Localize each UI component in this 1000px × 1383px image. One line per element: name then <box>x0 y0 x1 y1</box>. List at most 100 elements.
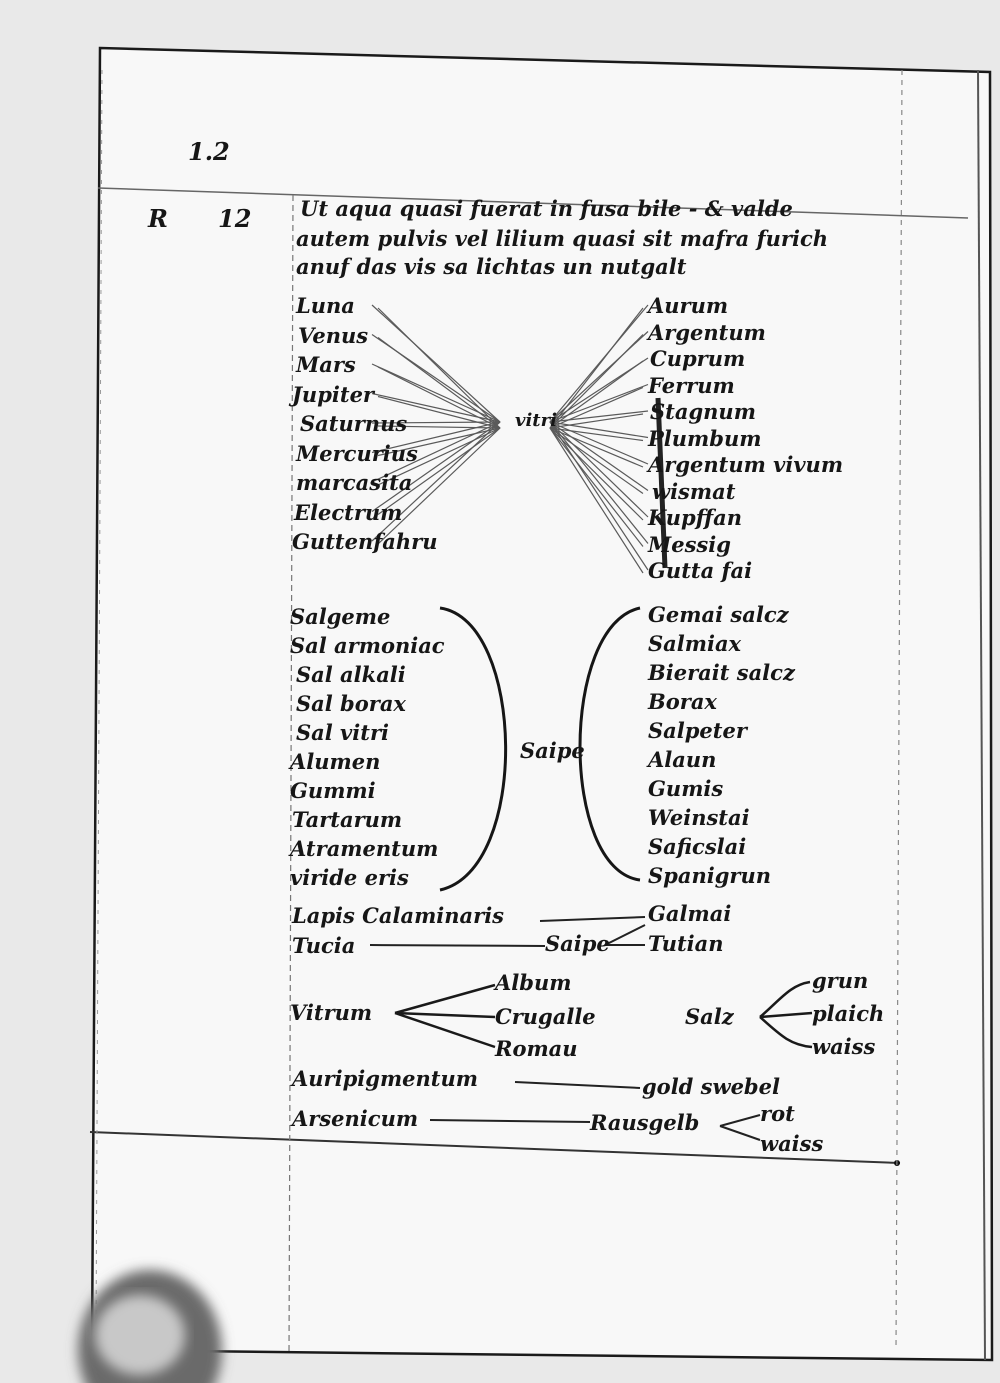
rule-right-vertical <box>895 69 903 1351</box>
connector-auripigmentum <box>514 1081 641 1089</box>
g2-left-item: viride eris <box>290 865 409 890</box>
group1-rays <box>371 304 649 574</box>
g2-left-item: Sal borax <box>296 691 406 716</box>
rule-margin-vertical <box>95 69 103 1341</box>
salz-branch-1 <box>759 980 811 1018</box>
pair-left-2: Tucia <box>292 933 356 958</box>
heading-line-2: autem pulvis vel lilium quasi sit mafra … <box>296 226 828 251</box>
ray-left <box>377 427 501 545</box>
ray-right <box>549 360 644 429</box>
g1-right-item: wismat <box>652 478 736 504</box>
g1-right-item: Ferrum <box>648 372 735 398</box>
g2-left-item: Alumen <box>290 749 381 774</box>
g2-right-item: Saficslai <box>648 834 747 859</box>
ray-right <box>549 421 649 518</box>
page-edge-shadow <box>977 69 986 1361</box>
bracket-right-group2 <box>578 606 641 882</box>
group1-center-label: vitri <box>515 410 557 431</box>
ray-right <box>549 413 644 429</box>
bottom-branch-1: rot <box>760 1101 795 1126</box>
bottom-branch-2: waiss <box>760 1131 824 1156</box>
ray-right <box>549 427 644 494</box>
vitrum-branch-label-2: Crugalle <box>495 1004 596 1029</box>
g1-right-item: Argentum vivum <box>648 452 844 477</box>
ray-right <box>549 427 644 547</box>
g1-right-item: Cuprum <box>650 346 746 371</box>
ray-right <box>549 421 649 544</box>
g2-left-item: Salgeme <box>290 604 391 629</box>
bottom-left-1: Auripigmentum <box>292 1066 478 1091</box>
ray-right <box>549 383 649 423</box>
ray-left <box>377 425 501 429</box>
g1-right-item: Argentum <box>648 319 766 345</box>
pair-left-1: Lapis Calaminaris <box>292 903 505 928</box>
vitrum-stem: Vitrum <box>290 1000 373 1025</box>
g2-left-item: Sal armoniac <box>290 633 445 658</box>
g1-left-item: Luna <box>296 293 355 318</box>
salz-branch-label-1: grun <box>812 968 869 993</box>
g2-right-item: Alaun <box>648 747 717 772</box>
g1-left-item: Guttenfahru <box>292 529 438 554</box>
g2-left-item: Sal alkali <box>296 662 406 687</box>
g2-left-item: Atramentum <box>290 836 439 861</box>
heading-line-3: anuf das vis sa lichtas un nutgalt <box>296 254 687 279</box>
salz-branch-3 <box>759 1016 813 1049</box>
group1-right-bar <box>655 397 668 569</box>
g1-right-item: Kupffan <box>648 505 742 530</box>
ray-right <box>549 427 644 442</box>
ray-left <box>377 427 501 515</box>
vitrum-branch-1 <box>394 983 496 1015</box>
vitrum-branch-2 <box>394 1011 496 1019</box>
page-sheet <box>90 46 994 1362</box>
g1-left-item: Saturnus <box>300 411 408 436</box>
ray-left <box>371 363 501 423</box>
bracket-left-group2 <box>439 606 508 892</box>
margin-mark-number: 12 <box>218 204 252 233</box>
connector-rausgelb-waiss <box>719 1125 761 1141</box>
g2-right-item: Bierait salcz <box>648 660 795 685</box>
bottom-right-top: gold swebel <box>642 1074 780 1099</box>
ray-left <box>371 304 501 423</box>
ray-left <box>371 392 501 423</box>
ray-right <box>549 427 644 521</box>
ray-right <box>549 304 649 423</box>
ray-left <box>371 421 501 483</box>
vitrum-branch-3 <box>394 1011 496 1049</box>
ray-right <box>549 421 649 439</box>
g1-left-item: Electrum <box>294 499 403 525</box>
margin-mark-top: 1.2 <box>188 137 230 166</box>
group2-center-label: Saipe <box>520 738 585 763</box>
ray-left <box>371 421 501 512</box>
g1-right-item: Gutta fai <box>648 558 753 583</box>
vitrum-branch-label-3: Romau <box>495 1036 578 1061</box>
g2-right-item: Borax <box>648 689 717 714</box>
ray-left <box>371 421 501 454</box>
ray-left <box>371 421 501 542</box>
g1-right-item: Messig <box>648 531 731 557</box>
g1-left-item: marcasita <box>296 470 413 495</box>
salz-branch-label-3: waiss <box>812 1034 876 1059</box>
connector-lapis <box>539 916 646 922</box>
rule-top <box>97 187 969 219</box>
g2-left-item: Tartarum <box>292 807 403 832</box>
rule-left-vertical <box>288 194 294 1356</box>
g1-right-item: Stagnum <box>650 399 756 424</box>
g1-right-item: Plumbum <box>648 425 762 451</box>
thumb-nail <box>95 1295 185 1375</box>
g1-right-item: Aurum <box>648 293 729 318</box>
salz-branch-2 <box>759 1011 813 1019</box>
salz-branch-label-2: plaich <box>812 1001 885 1026</box>
ray-right <box>549 421 649 571</box>
g1-left-item: Jupiter <box>292 381 374 407</box>
margin-mark-letter: R <box>148 204 168 233</box>
connector-arsenicum <box>429 1119 591 1123</box>
salz-stem: Salz <box>685 1004 734 1029</box>
g2-left-item: Gummi <box>290 778 376 803</box>
pair-right-1: Galmai <box>648 901 732 926</box>
connector-tucia <box>369 944 546 947</box>
rule-bottom <box>89 1131 901 1164</box>
ray-left <box>377 427 501 457</box>
bottom-left-2: Arsenicum <box>292 1106 419 1131</box>
g2-right-item: Weinstai <box>648 805 750 830</box>
